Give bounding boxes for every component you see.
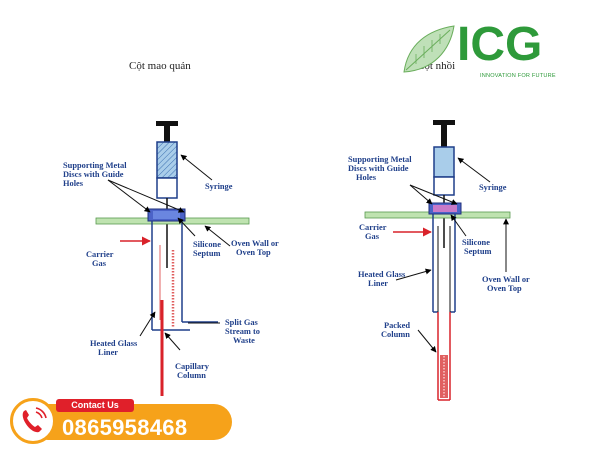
syringe-base <box>433 176 455 196</box>
label-heated-liner: Heated Glass Liner <box>90 339 139 357</box>
capillary-injector: Supporting Metal Discs with Guide Holes … <box>63 121 281 396</box>
syringe-barrel <box>156 141 178 179</box>
label-syringe: Syringe <box>205 182 233 191</box>
packed-material <box>440 355 448 398</box>
capillary-title: Cột mao quản <box>129 60 191 72</box>
label-supporting-discs: Supporting Metal Discs with Guide Holes <box>63 161 129 188</box>
syringe-plunger-rod <box>441 125 447 147</box>
logo-name: ICG <box>457 18 543 71</box>
septum-inner <box>433 205 457 212</box>
syringe-plunger-rod <box>164 126 170 142</box>
label-oven-wall: Oven Wall or Oven Top <box>482 275 532 293</box>
septum-inner <box>153 211 180 219</box>
label-capillary-column: Capillary Column <box>175 362 211 380</box>
label-packed-column: Packed Column <box>381 321 412 339</box>
syringe-base <box>156 177 178 199</box>
logo-tagline: INNOVATION FOR FUTURE <box>480 73 556 79</box>
phone-number[interactable]: 0865958468 <box>62 415 188 440</box>
label-silicone-septum: Silicone Septum <box>193 240 223 258</box>
label-supporting-discs: Supporting Metal Discs with Guide Holes <box>348 155 414 182</box>
label-oven-wall: Oven Wall or Oven Top <box>231 239 281 257</box>
syringe-plunger-handle <box>156 121 178 126</box>
phone-icon <box>22 407 47 433</box>
label-carrier-gas: Carrier Gas <box>86 250 115 268</box>
label-heated-liner: Heated Glass Liner <box>358 270 407 288</box>
leaf-icon <box>403 25 455 73</box>
syringe-barrel <box>433 146 455 178</box>
label-syringe: Syringe <box>479 183 507 192</box>
label-silicone-septum: Silicone Septum <box>462 238 492 256</box>
syringe-plunger-handle <box>433 120 455 125</box>
phone-circle[interactable] <box>10 398 56 444</box>
label-carrier-gas: Carrier Gas <box>359 223 388 241</box>
label-split-gas: Split Gas Stream to Waste <box>225 318 262 345</box>
contact-us-label: Contact Us <box>56 399 134 412</box>
packed-injector: Supporting Metal Discs with Guide Holes … <box>348 120 532 401</box>
